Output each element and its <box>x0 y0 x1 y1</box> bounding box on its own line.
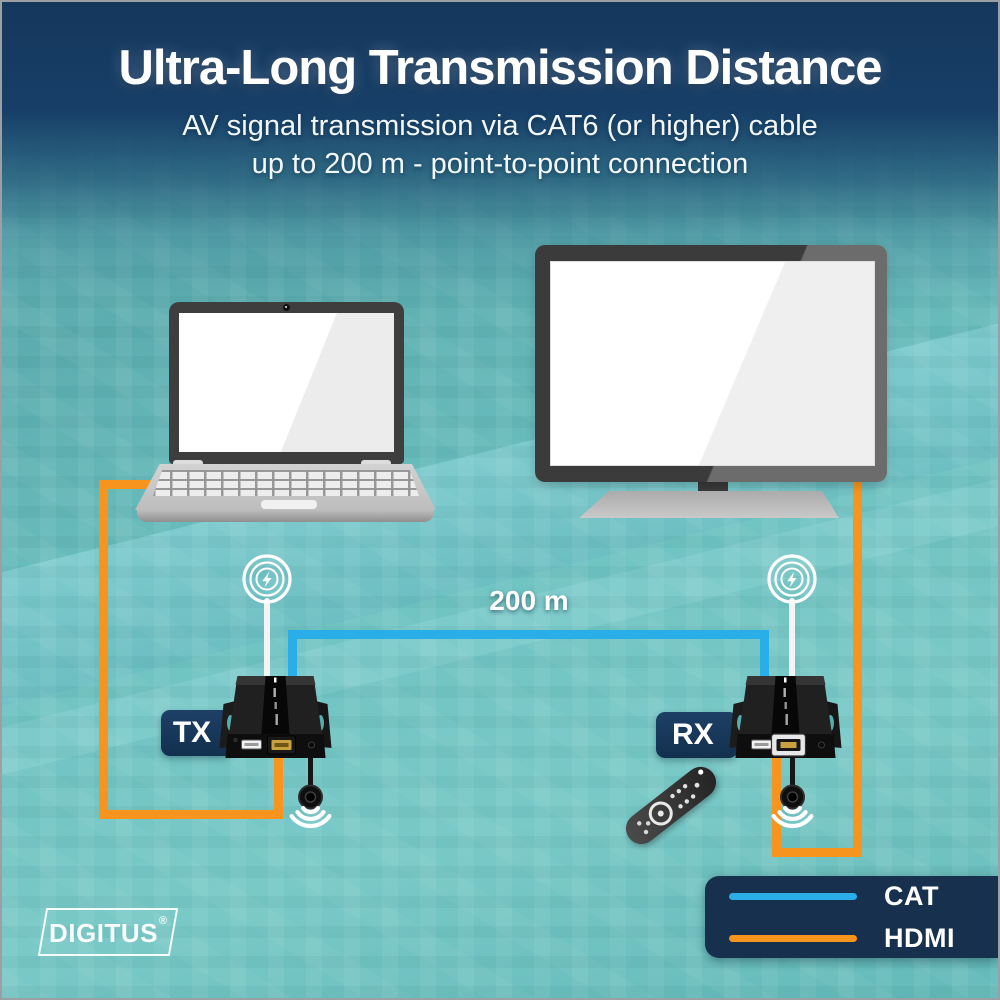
legend-hdmi-label: HDMI <box>884 922 955 953</box>
subtitle-line-1: AV signal transmission via CAT6 (or high… <box>182 110 818 142</box>
cat-line-swatch <box>729 892 857 900</box>
registered-mark: ® <box>158 915 168 927</box>
laptop-display <box>179 313 394 452</box>
rx-badge: RX <box>656 712 738 758</box>
hdmi-cable-laptop-stub <box>99 480 161 489</box>
laptop-keyboard <box>153 470 419 496</box>
hdmi-cable-left-down <box>99 480 108 819</box>
legend-cat-label: CAT <box>884 880 939 911</box>
subtitle-line-2: up to 200 m - point-to-point connection <box>251 148 749 180</box>
hdmi-cable-rx-riser <box>772 758 781 857</box>
tx-extender-device <box>209 670 342 764</box>
monitor-screen <box>550 261 875 466</box>
legend-panel: CAT HDMI <box>705 876 998 958</box>
legend-row-hdmi: HDMI <box>729 923 998 954</box>
digitus-logo: DIGITUS® <box>37 908 179 956</box>
ir-emitter-tx <box>279 754 345 842</box>
extender-device-illustration <box>729 676 842 758</box>
laptop-base-bottom <box>137 510 434 522</box>
power-icon-tx <box>240 552 294 606</box>
power-cable-tx <box>264 598 270 683</box>
cat-cable-horizontal <box>288 630 769 639</box>
laptop-webcam-icon <box>283 304 290 311</box>
hdmi-cable-right-down <box>853 474 862 857</box>
power-icon-rx <box>765 552 819 606</box>
remote-control <box>619 760 723 851</box>
ir-emitter-rx <box>761 754 827 842</box>
cat-cable-tx-drop <box>288 630 297 680</box>
power-cable-rx <box>789 598 795 683</box>
hdmi-cable-tx-riser <box>274 757 283 819</box>
hdmi-line-swatch <box>729 934 857 942</box>
page-title: Ultra-Long Transmission Distance <box>118 41 882 95</box>
legend-row-cat: CAT <box>729 881 998 912</box>
logo-text: DIGITUS® <box>48 915 168 948</box>
cat-cable-rx-drop <box>760 630 769 680</box>
extender-device-illustration <box>219 676 332 758</box>
distance-label: 200 m <box>489 585 569 616</box>
hdmi-cable-right-bottom <box>772 848 862 857</box>
hdmi-cable-left-bottom <box>99 810 283 819</box>
monitor-stand-base <box>579 491 839 518</box>
rx-extender-device <box>719 670 852 764</box>
laptop-trackpad <box>261 500 317 509</box>
